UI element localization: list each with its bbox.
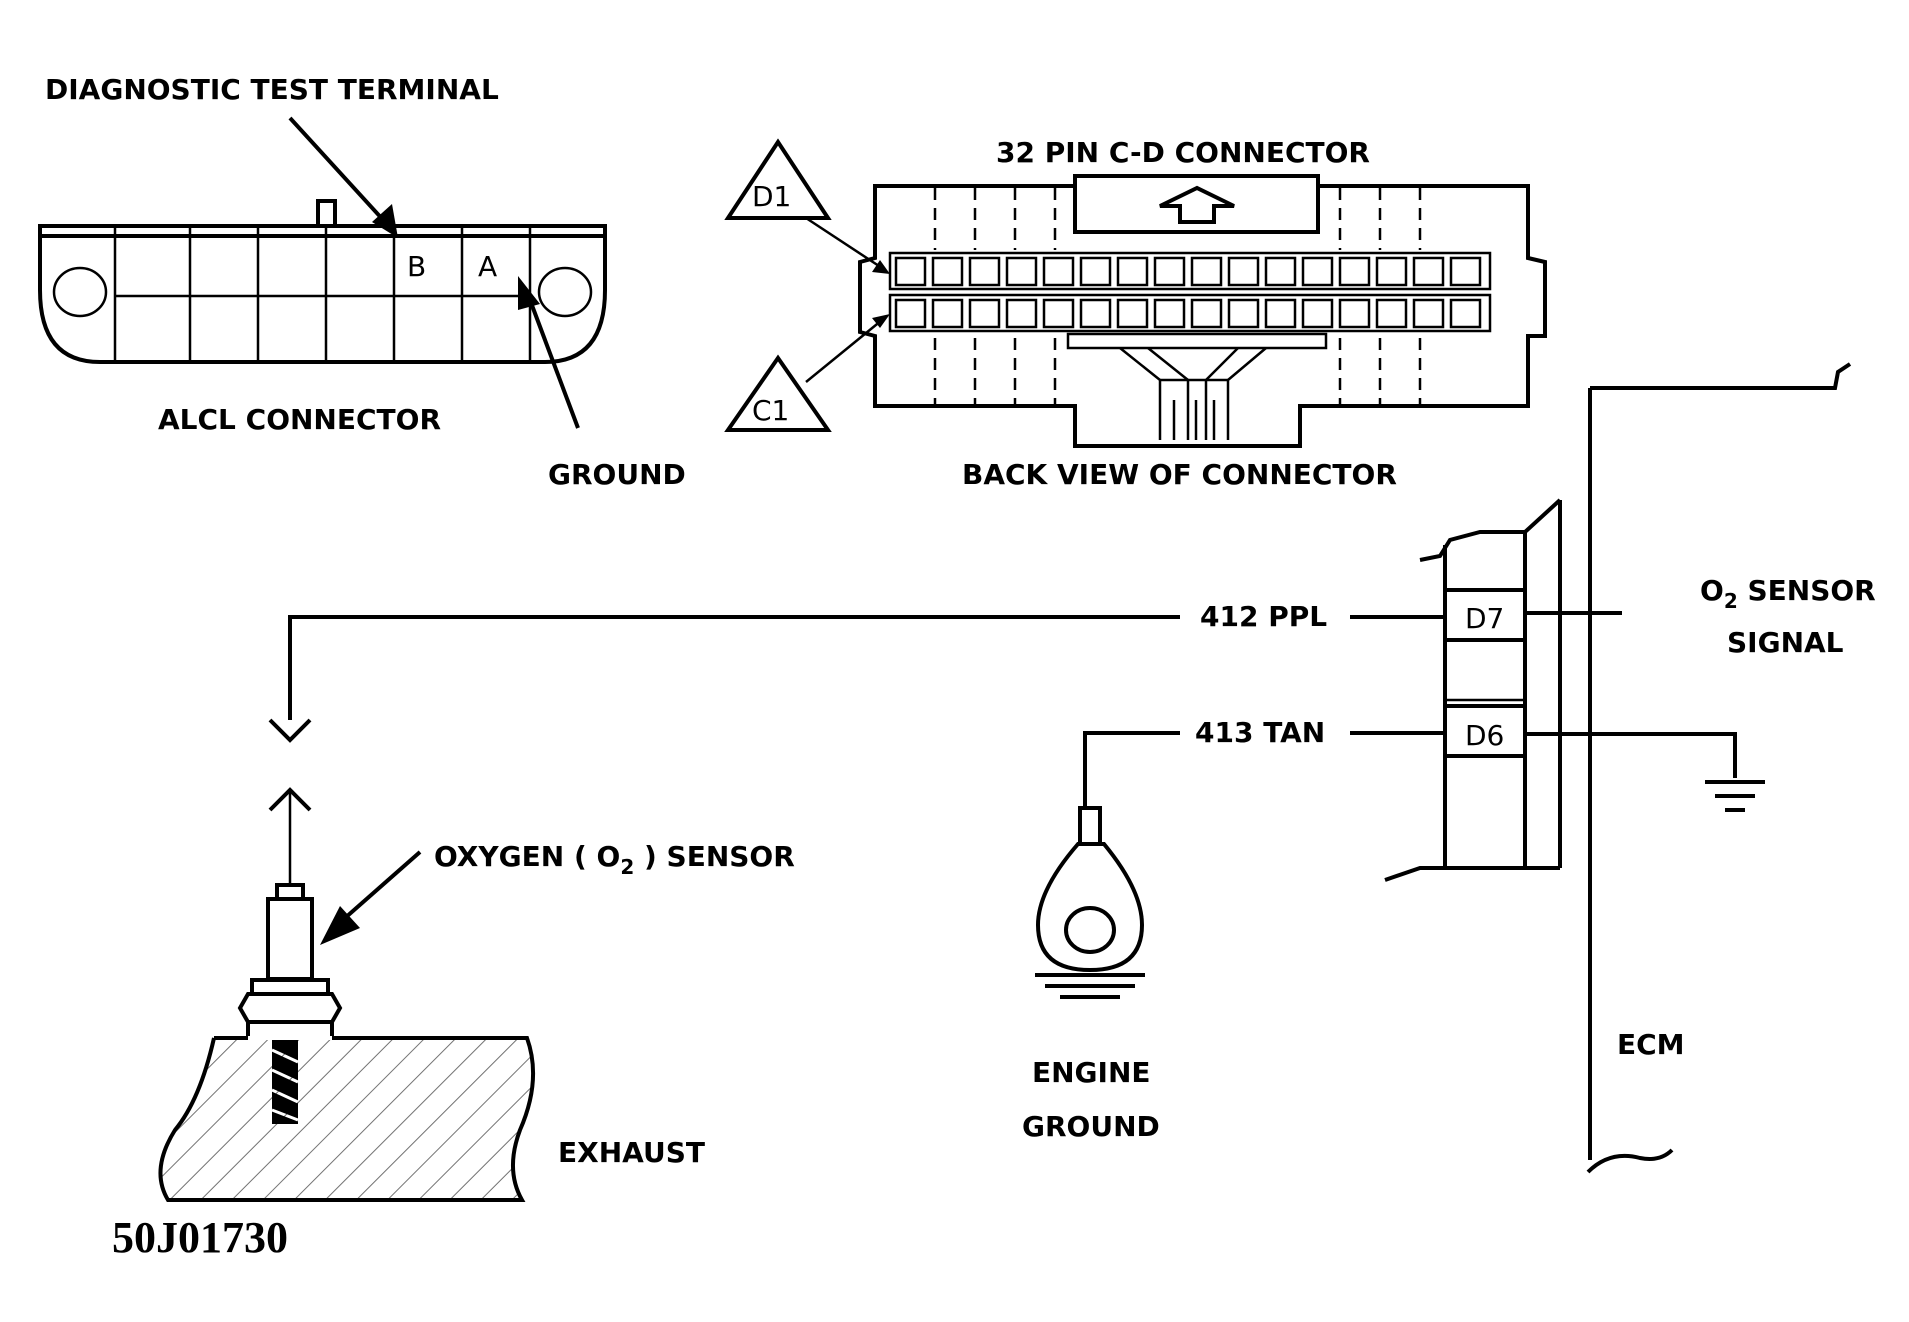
c1-callout: C1 — [724, 314, 890, 432]
o2-sensor-signal-label: O2 SENSOR — [1700, 574, 1876, 613]
pin-cavity — [1301, 298, 1334, 329]
pin-cavity — [931, 256, 964, 287]
alcl-connector-label: ALCL CONNECTOR — [158, 403, 441, 436]
pin-cavity — [1227, 298, 1260, 329]
pin-cavity — [1375, 298, 1408, 329]
pin-cavity — [1005, 298, 1038, 329]
pin-cavity — [1375, 256, 1408, 287]
back-view-label: BACK VIEW OF CONNECTOR — [962, 458, 1397, 491]
pin-cavity — [1153, 256, 1186, 287]
pin-cavity — [1079, 298, 1112, 329]
cd-connector: 32 PIN C-D CONNECTOR BACK VIEW OF CO — [858, 136, 1547, 491]
alcl-connector: B A — [38, 199, 607, 364]
wire-413 — [1083, 731, 1445, 808]
exhaust-label: EXHAUST — [558, 1136, 705, 1169]
pin-cavity — [1449, 298, 1482, 329]
pin-cavity — [968, 256, 1001, 287]
pin-cavity — [1449, 256, 1482, 287]
ecm-ground-symbol — [1525, 732, 1765, 812]
ecm-connector: D7 D6 — [1384, 498, 1562, 882]
pin-cavity — [931, 298, 964, 329]
oxygen-sensor-leader — [320, 850, 422, 945]
pin-cavity — [1190, 298, 1223, 329]
pin-cavity — [1042, 256, 1075, 287]
pin-cavity — [1412, 256, 1445, 287]
engine-ground-label-line1: ENGINE — [1032, 1056, 1151, 1089]
pin-cavity — [1116, 256, 1149, 287]
d1-label: D1 — [752, 180, 791, 213]
pin-b-label: B — [407, 250, 426, 283]
pin-cavity — [1338, 256, 1371, 287]
wire-412-label: 412 PPL — [1200, 600, 1327, 633]
o2-sensor-signal-label-line2: SIGNAL — [1727, 626, 1844, 659]
diagnostic-terminal-leader — [288, 116, 398, 238]
figure-code: 50J01730 — [112, 1213, 288, 1262]
pin-cavity — [1264, 256, 1297, 287]
diagnostic-test-terminal-label: DIAGNOSTIC TEST TERMINAL — [45, 73, 499, 106]
mounting-hole-left — [52, 266, 108, 318]
engine-ground-label-line2: GROUND — [1022, 1110, 1160, 1143]
pin-cavity — [1079, 256, 1112, 287]
pin-d7-label: D7 — [1465, 602, 1504, 635]
pin-cavity — [1116, 298, 1149, 329]
pin-a-label: A — [478, 250, 497, 283]
pin-cavity — [1005, 256, 1038, 287]
cd-connector-label: 32 PIN C-D CONNECTOR — [996, 136, 1370, 169]
c1-label: C1 — [752, 394, 789, 427]
pin-d6-label: D6 — [1465, 719, 1504, 752]
wire-412 — [268, 615, 1445, 885]
pin-cavity — [1412, 298, 1445, 329]
pin-cavity — [1338, 298, 1371, 329]
ground-label: GROUND — [548, 458, 686, 491]
pin-cavity — [968, 298, 1001, 329]
pin-cavity — [1042, 298, 1075, 329]
oxygen-sensor-label: OXYGEN ( O2 ) SENSOR — [434, 840, 795, 879]
wire-413-label: 413 TAN — [1195, 716, 1325, 749]
pin-cavity — [1227, 256, 1260, 287]
ground-leader — [518, 276, 580, 429]
d1-callout: D1 — [724, 138, 890, 274]
pin-cavity — [1301, 256, 1334, 287]
exhaust-pipe — [158, 1036, 536, 1202]
pin-cells — [894, 256, 1482, 329]
ecm-label: ECM — [1617, 1028, 1685, 1061]
ecm-block: ECM — [1586, 362, 1852, 1174]
pin-cavity — [1153, 298, 1186, 329]
engine-ground-lug — [1035, 806, 1145, 999]
pin-cavity — [894, 298, 927, 329]
pin-cavity — [1190, 256, 1223, 287]
pin-cavity — [894, 256, 927, 287]
pin-cavity — [1264, 298, 1297, 329]
mounting-hole-right — [537, 266, 593, 318]
